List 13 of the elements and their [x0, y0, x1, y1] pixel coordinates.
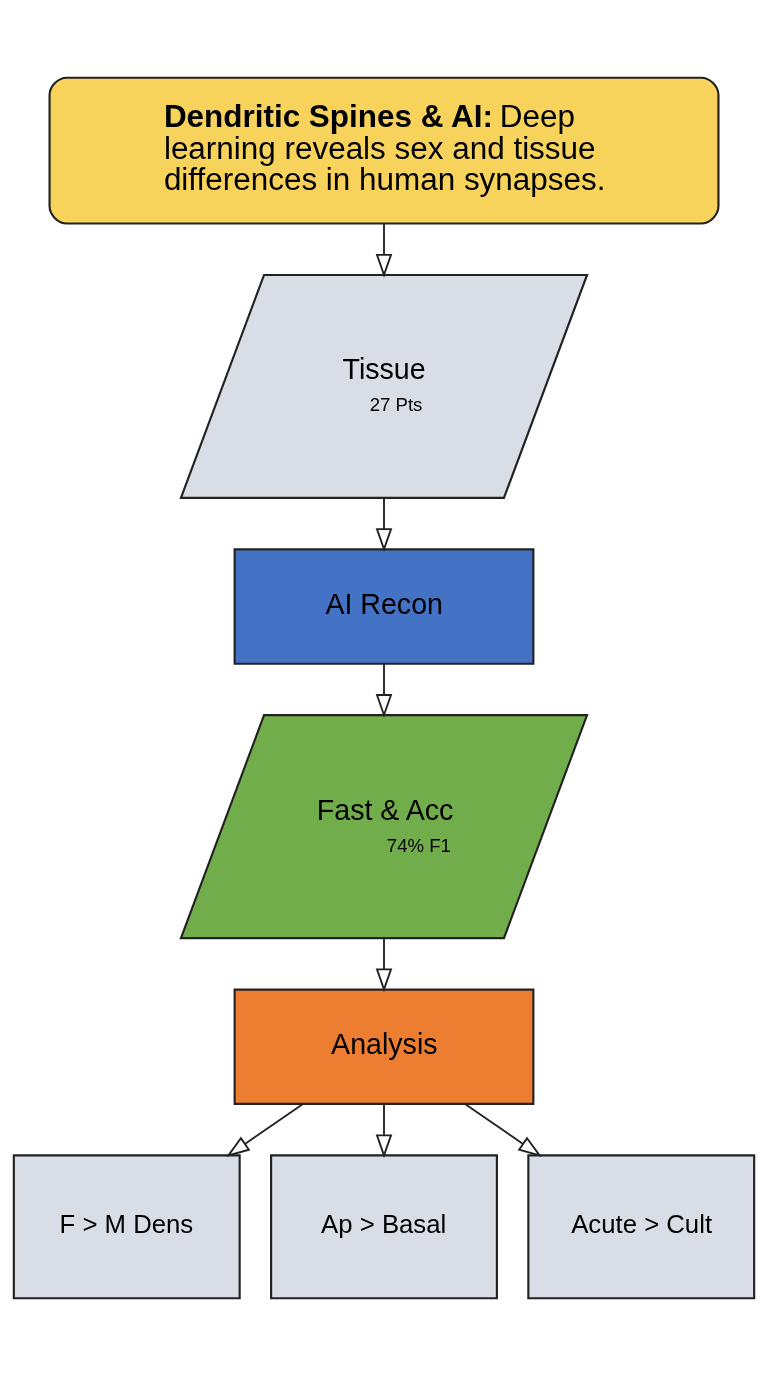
- arrow: [464, 1103, 542, 1157]
- node-box: Ap > Basal: [270, 1154, 498, 1300]
- node-box: F > M Dens: [12, 1154, 241, 1300]
- arrow: [375, 662, 393, 718]
- arrow: [226, 1103, 304, 1157]
- arrow: [375, 497, 393, 552]
- node-box: AI Recon: [233, 548, 535, 665]
- node-box: Dendritic Spines & AI: Deep learning reveals sex and tissue differences in human synapses.: [48, 76, 720, 225]
- node-box: Analysis: [233, 988, 535, 1105]
- arrow: [375, 937, 393, 993]
- arrow: [375, 1103, 393, 1159]
- node-box: Acute > Cult: [527, 1154, 756, 1300]
- arrow: [375, 222, 393, 278]
